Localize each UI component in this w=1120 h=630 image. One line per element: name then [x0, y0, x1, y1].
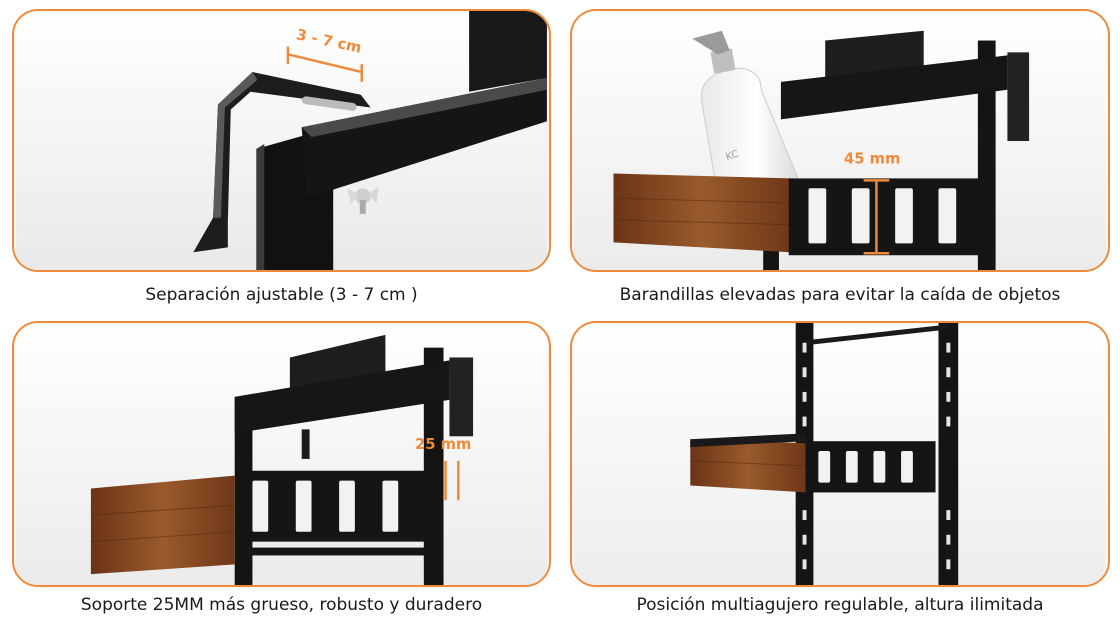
panel-multi-hole — [570, 321, 1110, 587]
caption-raised-guardrails: Barandillas elevadas para evitar la caíd… — [619, 285, 1061, 305]
support-thickness-label: 25 mm — [415, 436, 471, 453]
multihole-illustration — [574, 323, 1106, 585]
panel-raised-guardrails: KC 45 mm — [570, 9, 1110, 272]
clamp-illustration: 3 - 7 cm — [16, 11, 547, 270]
panel-thick-support: 25 mm — [12, 321, 551, 587]
support-illustration: 25 mm — [16, 323, 547, 585]
caption-multi-hole: Posición multiagujero regulable, altura … — [636, 595, 1044, 615]
rail-height-label: 45 mm — [844, 151, 900, 168]
caption-adjustable-gap: Separación ajustable (3 - 7 cm ) — [145, 285, 418, 305]
caption-thick-support: Soporte 25MM más grueso, robusto y durad… — [80, 595, 483, 615]
panel-adjustable-gap: 3 - 7 cm — [12, 9, 551, 272]
bottle-label: KC — [725, 149, 741, 163]
guardrail-illustration: KC 45 mm — [574, 11, 1106, 270]
